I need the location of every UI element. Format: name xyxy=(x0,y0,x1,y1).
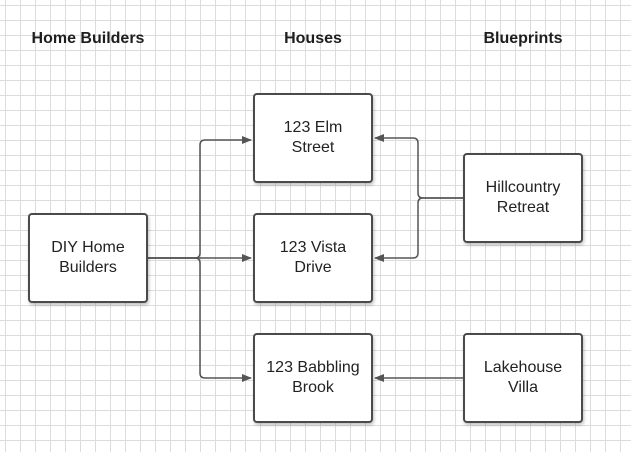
node-lakehouse-villa[interactable]: Lakehouse Villa xyxy=(463,333,583,423)
edge-diy-to-babbling-brook xyxy=(148,257,252,382)
node-label-line: 123 Vista xyxy=(279,239,347,256)
node-123-elm-street[interactable]: 123 Elm Street xyxy=(253,93,373,183)
node-label-line: 123 Elm xyxy=(283,119,343,136)
node-label-line: Brook xyxy=(292,379,334,396)
node-diy-home-builders[interactable]: DIY Home Builders xyxy=(28,213,148,303)
node-label-line: DIY Home xyxy=(51,239,125,256)
node-label-line: Villa xyxy=(508,379,538,396)
node-123-vista-drive[interactable]: 123 Vista Drive xyxy=(253,213,373,303)
edge-hillcountry-to-vista-drive xyxy=(374,197,463,262)
node-123-babbling-brook[interactable]: 123 Babbling Brook xyxy=(253,333,373,423)
column-heading-blueprints: Blueprints xyxy=(483,30,563,47)
node-label-line: Builders xyxy=(59,259,117,276)
node-hillcountry-retreat[interactable]: Hillcountry Retreat xyxy=(463,153,583,243)
node-label-line: Drive xyxy=(294,259,332,276)
node-label-line: Retreat xyxy=(496,199,550,216)
edge-hillcountry-to-elm-street xyxy=(374,134,463,199)
node-label-line: Lakehouse xyxy=(483,359,563,376)
node-label-line: Street xyxy=(291,139,335,156)
edge-diy-to-elm-street xyxy=(148,136,252,259)
node-label-line: Hillcountry xyxy=(485,179,561,196)
node-label-line: 123 Babbling xyxy=(266,359,360,376)
column-heading-home-builders: Home Builders xyxy=(31,30,145,47)
column-heading-houses: Houses xyxy=(284,30,342,47)
